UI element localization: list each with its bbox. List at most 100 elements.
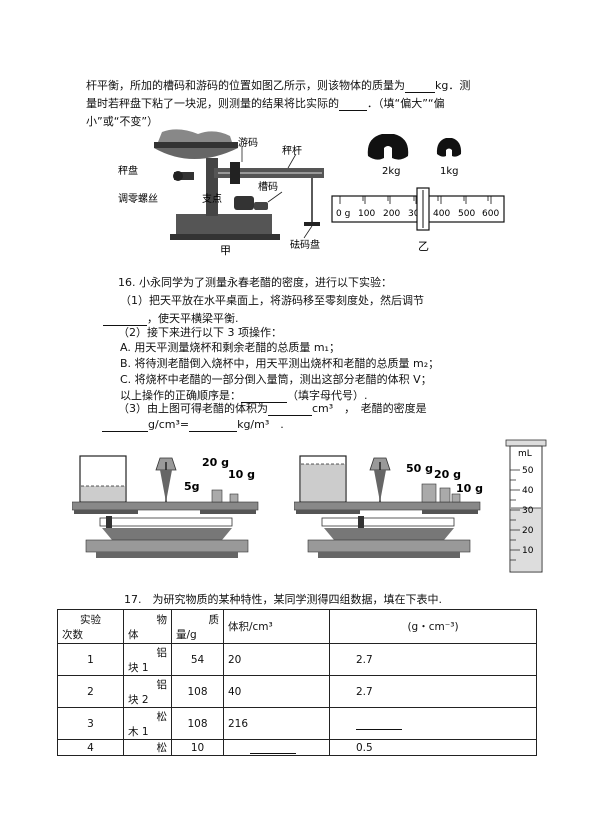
header-trial-a: 实验 xyxy=(80,613,101,626)
cell-object: 铝块 1 xyxy=(123,643,172,676)
header-mass: 质量/g xyxy=(171,609,224,644)
cell-object-a: 铝 xyxy=(156,646,168,659)
cell-density: 2.7 xyxy=(329,643,537,676)
header-object: 物体 xyxy=(123,609,172,644)
label-tiaoling: 调零螺丝 xyxy=(118,193,158,205)
answer-blank-density-3 xyxy=(356,718,402,730)
q15-line1: 杆平衡，所加的槽码和游码的位置如图乙所示，则该物体的质量为 kg．测 xyxy=(86,79,470,93)
scale-tick-400: 400 xyxy=(433,209,450,219)
q15-line2-text: 量时若秤盘下粘了一块泥，则测量的结果将比实际的 xyxy=(86,97,339,110)
figure-balance-2: 50 g 20 g 10 g xyxy=(294,455,483,558)
scale-tick-600: 600 xyxy=(482,209,499,219)
cell-volume: 20 xyxy=(223,643,330,676)
label-caoma: 槽码 xyxy=(258,180,278,193)
cell-object: 松木 1 xyxy=(123,707,172,740)
table-row: 4 松 10 0.5 xyxy=(57,739,537,756)
cylinder-tick-20: 20 xyxy=(522,526,534,536)
cell-trial: 3 xyxy=(57,707,124,740)
q15-line1-text: 杆平衡，所加的槽码和游码的位置如图乙所示，则该物体的质量为 xyxy=(86,79,405,92)
figure-balance-1: 20 g 10 g 5g xyxy=(72,455,259,558)
answer-blank-density-kg xyxy=(189,420,238,432)
q16-option-a: A. 用天平测量烧杯和剩余老醋的总质量 m₁； xyxy=(120,341,340,354)
q16-p1: （1）把天平放在水平桌面上，将游码移至零刻度处，然后调节 xyxy=(120,294,424,307)
cell-object-b: 块 1 xyxy=(128,661,149,674)
scale-tick-0: 0 g xyxy=(336,209,350,219)
q16-p1b-text: ，使天平横梁平衡. xyxy=(147,312,239,325)
balance1-weight-10g: 10 g xyxy=(228,468,255,481)
weight-1kg-icon xyxy=(436,138,462,157)
q16-p4-unit-b: kg/m³ . xyxy=(237,418,284,431)
header-mass-b: 量/g xyxy=(176,628,197,641)
scale-tick-100: 100 xyxy=(358,209,375,219)
balance1-weight-5g: 5g xyxy=(184,480,200,493)
q16-p4: g/cm³= kg/m³ . xyxy=(102,418,284,432)
answer-blank-volume xyxy=(268,404,312,416)
q16-order-hint: （填字母代号）. xyxy=(287,389,368,402)
cell-object-a: 松 xyxy=(156,710,168,723)
weight-2kg-icon xyxy=(367,134,409,160)
data-table: 实验次数 物体 质量/g 体积/cm³ (g・cm⁻³) 1 铝块 1 54 2… xyxy=(57,609,537,756)
q16-order-text: 以上操作的正确顺序是： xyxy=(120,389,241,402)
q15-line1-unit: kg．测 xyxy=(435,79,471,92)
cell-object: 松 xyxy=(123,739,172,756)
header-object-a: 物 xyxy=(156,613,168,626)
q15-line2-text-b: ．（填“偏大”“偏 xyxy=(367,97,445,110)
cell-object-b: 块 2 xyxy=(128,693,149,706)
balance2-weight-20g: 20 g xyxy=(434,468,461,481)
cylinder-unit: mL xyxy=(518,449,532,459)
cell-trial: 4 xyxy=(57,739,124,756)
q16-p4-unit: g/cm³= xyxy=(148,418,190,431)
balance2-weight-10g: 10 g xyxy=(456,482,483,495)
answer-blank-order xyxy=(241,391,287,403)
cell-mass: 108 xyxy=(171,675,224,708)
cell-density: 0.5 xyxy=(329,739,537,756)
q16-p1b: ，使天平横梁平衡. xyxy=(103,312,239,326)
figure-jia-steelyard: 游码 秤杆 秤盘 调零螺丝 支点 槽码 砝码盘 甲 xyxy=(118,129,324,257)
q16-option-c: C. 将烧杯中老醋的一部分倒入量筒，测出这部分老醋的体积 V； xyxy=(120,373,432,386)
q16-option-b: B. 将待测老醋倒入烧杯中，用天平测出烧杯和老醋的总质量 m₂； xyxy=(120,357,440,370)
q16-p2: （2）接下来进行以下 3 项操作： xyxy=(118,326,282,339)
cell-trial: 2 xyxy=(57,675,124,708)
figure-yi-caption: 乙 xyxy=(418,240,429,253)
header-trial: 实验次数 xyxy=(57,609,124,644)
cell-object-a: 铝 xyxy=(156,678,168,691)
cell-object: 铝块 2 xyxy=(123,675,172,708)
weight-1kg-label: 1kg xyxy=(440,166,459,177)
cell-density: 2.7 xyxy=(329,675,537,708)
figure-jia-caption: 甲 xyxy=(220,244,231,257)
cell-volume: 216 xyxy=(223,707,330,740)
label-youma: 游码 xyxy=(238,136,258,149)
label-chenggan: 秤杆 xyxy=(282,145,302,157)
label-chengpan: 秤盘 xyxy=(118,164,138,177)
cell-mass: 108 xyxy=(171,707,224,740)
cell-volume: 40 xyxy=(223,675,330,708)
answer-blank-density-g xyxy=(102,420,148,432)
table-header-row: 实验次数 物体 质量/g 体积/cm³ (g・cm⁻³) xyxy=(57,609,537,644)
cell-mass: 54 xyxy=(171,643,224,676)
cylinder-tick-50: 50 xyxy=(522,466,534,476)
header-density-unit: (g・cm⁻³) xyxy=(329,609,537,644)
answer-blank-mass xyxy=(405,81,435,93)
scale-ticks xyxy=(339,196,492,204)
balance1-weight-20g: 20 g xyxy=(202,456,229,469)
table-row: 3 松木 1 108 216 xyxy=(57,707,537,740)
cell-trial: 1 xyxy=(57,643,124,676)
answer-blank-result xyxy=(339,99,367,111)
figure-yi-weights-scale: 2kg 1kg 0 g 100 200 300 400 500 600 乙 xyxy=(331,134,505,253)
label-mapan: 砝码盘 xyxy=(290,238,320,251)
header-mass-a: 质 xyxy=(208,613,220,626)
cell-density-blank xyxy=(329,707,537,740)
label-zhidian: 支点 xyxy=(202,193,222,205)
cylinder-tick-30: 30 xyxy=(522,506,534,516)
balance2-weight-50g: 50 g xyxy=(406,462,433,475)
cylinder-tick-40: 40 xyxy=(522,486,534,496)
q15-line2: 量时若秤盘下粘了一块泥，则测量的结果将比实际的 ．（填“偏大”“偏 xyxy=(86,97,445,111)
q17-title: 17. 为研究物质的某种特性，某同学测得四组数据，填在下表中. xyxy=(124,593,442,606)
q16-title: 16. 小永同学为了测量永春老醋的密度，进行以下实验： xyxy=(118,276,392,289)
q16-order: 以上操作的正确顺序是： （填字母代号）. xyxy=(120,389,368,403)
weight-2kg-label: 2kg xyxy=(382,166,401,177)
cell-object-b: 木 1 xyxy=(128,725,149,738)
scale-tick-500: 500 xyxy=(458,209,475,219)
table-row: 2 铝块 2 108 40 2.7 xyxy=(57,675,537,708)
figure-graduated-cylinder: mL 50 40 30 20 10 xyxy=(505,439,547,573)
